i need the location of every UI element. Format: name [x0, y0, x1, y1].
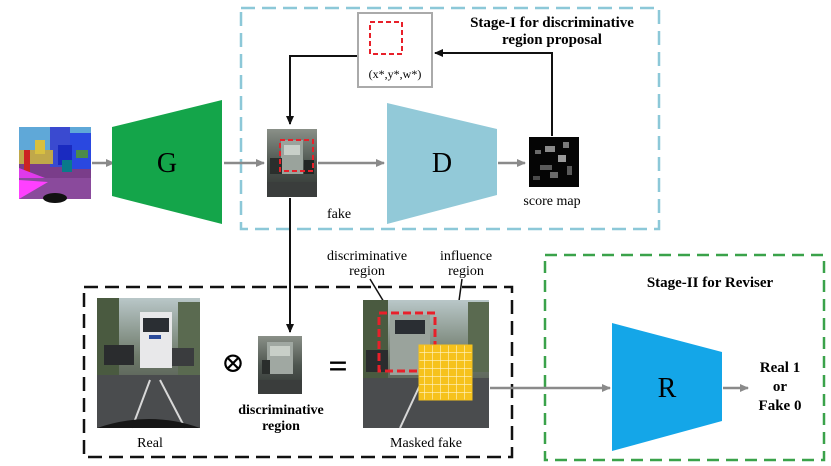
influence-region-label-line2: region	[448, 264, 484, 279]
masking-border	[82, 285, 514, 459]
masked-fake-label: Masked fake	[390, 436, 462, 451]
generator-block	[112, 100, 222, 224]
reviser-label: R	[658, 373, 677, 404]
discriminator-block	[387, 103, 497, 224]
multiply-symbol: ⊗	[221, 348, 244, 379]
fake-image	[267, 129, 317, 197]
reviser-block	[612, 323, 722, 451]
stage1-title-line1: Stage-I for discriminative	[470, 15, 634, 31]
semantic-map-image	[19, 127, 91, 203]
disc-region-label-line1: discriminative	[327, 249, 407, 264]
cropped-region-image	[258, 336, 302, 394]
output-line1: Real 1	[760, 360, 800, 376]
arrow-score-to-proposal	[434, 49, 553, 136]
real-label: Real	[137, 436, 163, 451]
disc-region-label-line2: region	[349, 264, 385, 279]
proposal-coords: (x*,y*,w*)	[369, 67, 422, 81]
output-line2: or	[773, 379, 788, 395]
real-image	[97, 298, 200, 429]
crop-label-line2: region	[262, 419, 300, 434]
stage2-title: Stage-II for Reviser	[647, 275, 774, 291]
arrow-proposal-to-fake	[286, 55, 357, 125]
stage1-title-line2: region proposal	[502, 32, 602, 48]
score-map-image	[529, 137, 579, 187]
stage1-border	[239, 6, 661, 231]
score-map-label: score map	[523, 194, 580, 209]
stage2-border	[543, 253, 826, 462]
influence-region-label-line1: influence	[440, 249, 492, 264]
masked-fake-image	[363, 300, 489, 429]
generator-label: G	[157, 148, 177, 179]
output-line3: Fake 0	[759, 398, 802, 414]
equals-symbol: =	[328, 348, 347, 385]
fake-label: fake	[327, 207, 351, 222]
discriminator-label: D	[432, 148, 452, 179]
proposal-region-icon	[369, 21, 403, 55]
crop-label-line1: discriminative	[238, 403, 324, 418]
